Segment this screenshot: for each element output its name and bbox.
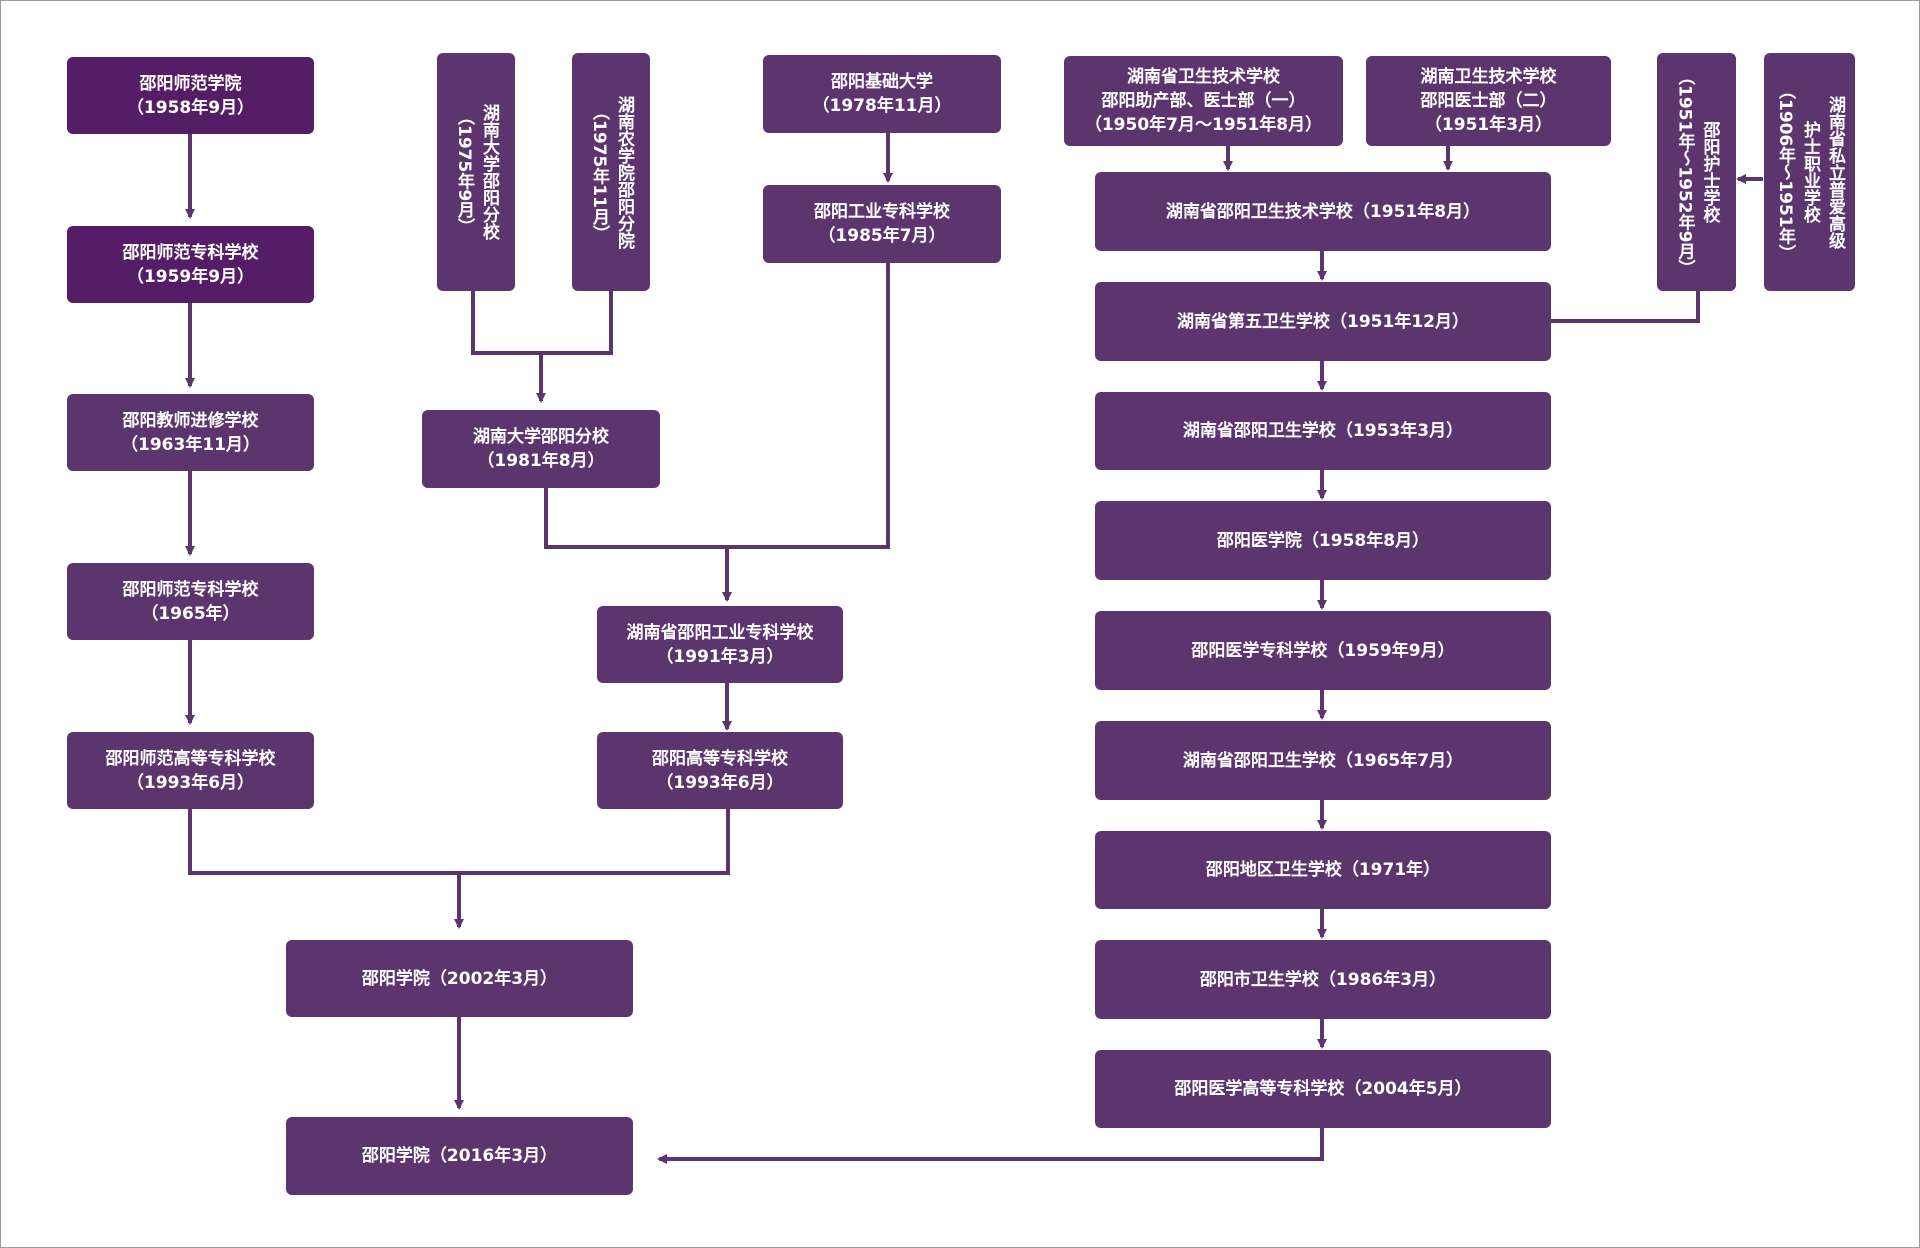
line-n6-n8-merge — [544, 263, 890, 549]
node-hunan-shaoyang-health-school-1953: 湖南省邵阳卫生学校（1953年3月） — [1095, 392, 1551, 470]
node-shaoyang-normal-junior-college-1959: 邵阳师范专科学校 （1959年9月） — [67, 226, 314, 303]
node-shaoyang-university-2002: 邵阳学院（2002年3月） — [286, 940, 633, 1017]
line-n5-n10-merge — [188, 809, 730, 875]
node-puai-nursing-school-1906: 湖南省私立普爱高级 护士职业学校 （1906年～1951年） — [1764, 53, 1855, 291]
node-shaoyang-prefecture-health-school-1971: 邵阳地区卫生学校（1971年） — [1095, 831, 1551, 909]
node-shaoyang-medical-higher-college-2004: 邵阳医学高等专科学校（2004年5月） — [1095, 1050, 1551, 1128]
node-shaoyang-normal-college-1958: 邵阳师范学院 （1958年9月） — [67, 57, 314, 134]
node-hunan-university-branch-1975: 湖南大学邵阳分校 （1975年9月） — [437, 53, 515, 291]
node-teacher-training-school-1963: 邵阳教师进修学校 （1963年11月） — [67, 394, 314, 471]
node-shaoyang-normal-junior-college-1965: 邵阳师范专科学校 （1965年） — [67, 563, 314, 640]
node-hunan-health-tech-school-dept-one: 湖南省卫生技术学校 邵阳助产部、医士部（一） （1950年7月～1951年8月） — [1064, 56, 1343, 146]
node-shaoyang-university-2016: 邵阳学院（2016年3月） — [286, 1117, 633, 1195]
node-hunan-fifth-health-school-1951: 湖南省第五卫生学校（1951年12月） — [1095, 282, 1551, 361]
node-hunan-health-tech-school-dept-two: 湖南卫生技术学校 邵阳医士部（二） （1951年3月） — [1366, 56, 1611, 146]
line-v3-m4 — [1551, 291, 1700, 323]
node-shaoyang-normal-higher-college-1993: 邵阳师范高等专科学校 （1993年6月） — [67, 732, 314, 809]
node-shaoyang-nursing-school-1951: 邵阳护士学校 （1951年～1952年9月） — [1657, 53, 1736, 291]
node-shaoyang-basic-university-1978: 邵阳基础大学 （1978年11月） — [763, 55, 1001, 133]
node-hunan-shaoyang-industrial-college-1991: 湖南省邵阳工业专科学校 （1991年3月） — [597, 606, 843, 683]
node-hunan-university-branch-1981: 湖南大学邵阳分校 （1981年8月） — [422, 410, 660, 488]
arrow-m11-n12 — [657, 1128, 1324, 1164]
node-shaoyang-medical-college-1958: 邵阳医学院（1958年8月） — [1095, 501, 1551, 580]
node-hunan-shaoyang-health-school-1965: 湖南省邵阳卫生学校（1965年7月） — [1095, 721, 1551, 800]
line-v1-merge — [471, 291, 613, 355]
node-hunan-agricultural-branch-1975: 湖南农学院邵阳分院 （1975年11月） — [572, 53, 650, 291]
node-shaoyang-industrial-college-1985: 邵阳工业专科学校 （1985年7月） — [763, 185, 1001, 263]
node-shaoyang-higher-college-1993: 邵阳高等专科学校 （1993年6月） — [597, 732, 843, 809]
node-shaoyang-city-health-school-1986: 邵阳市卫生学校（1986年3月） — [1095, 940, 1551, 1019]
node-shaoyang-medical-junior-college-1959: 邵阳医学专科学校（1959年9月） — [1095, 611, 1551, 690]
node-hunan-shaoyang-health-tech-school-1951: 湖南省邵阳卫生技术学校（1951年8月） — [1095, 172, 1551, 251]
